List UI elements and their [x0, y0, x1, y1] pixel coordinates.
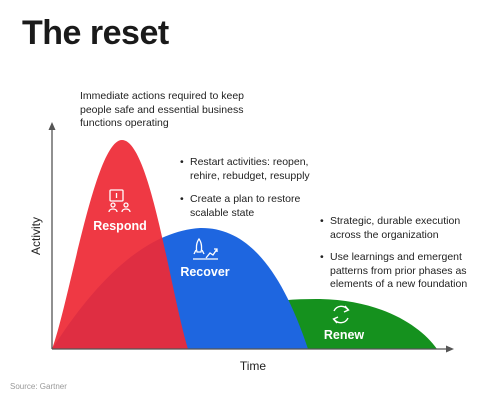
renew-bullet: Strategic, durable execution across the …	[320, 215, 480, 242]
cycle-arrows-icon	[332, 305, 350, 324]
renew-label: Renew	[324, 328, 365, 342]
rocket-growth-icon	[193, 237, 218, 260]
x-axis-arrow	[446, 345, 454, 353]
source-note: Source: Gartner	[10, 382, 67, 391]
respond-description: Immediate actions required to keep peopl…	[80, 90, 245, 129]
x-axis-label: Time	[240, 359, 267, 373]
recover-label: Recover	[180, 265, 229, 279]
renew-bullet: Use learnings and emergent patterns from…	[320, 251, 490, 292]
respond-area	[52, 140, 188, 349]
recover-bullet: Create a plan to restore scalable state	[180, 193, 330, 220]
page-title: The reset	[22, 14, 169, 52]
people-at-board-icon	[108, 189, 131, 213]
respond-label: Respond	[93, 219, 146, 233]
y-axis-arrow	[48, 122, 56, 130]
recover-bullet: Restart activities: reopen, rehire, rebu…	[180, 156, 335, 183]
y-axis-label: Activity	[29, 217, 43, 255]
